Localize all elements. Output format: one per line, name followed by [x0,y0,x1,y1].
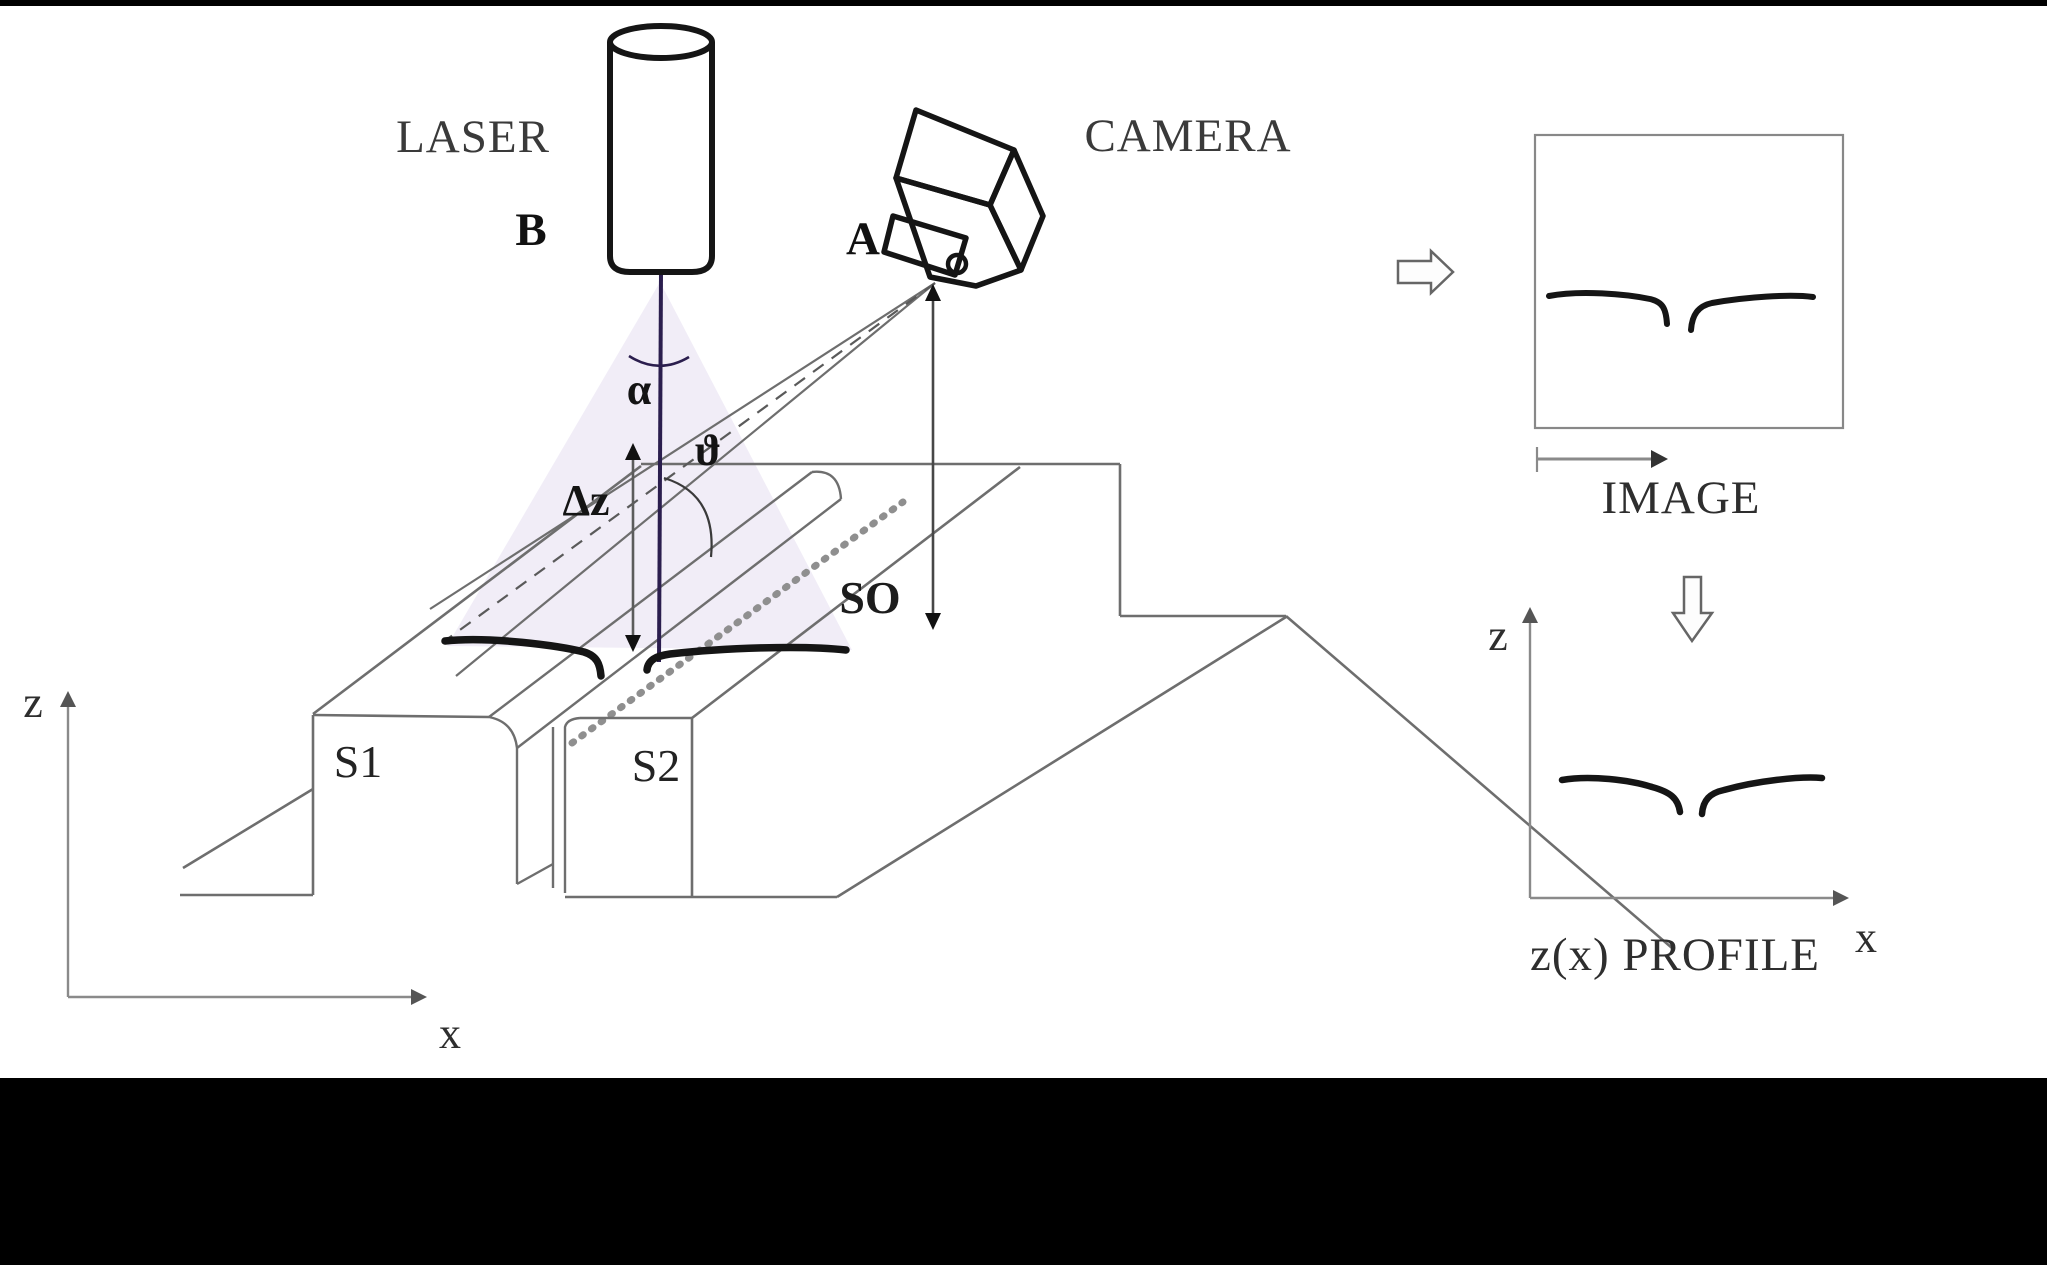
camera-height-arrow [925,284,941,630]
camera-device [881,107,1046,289]
stripe-so-label: SO [839,572,900,623]
delta-z-arrow [625,443,641,652]
scene-x-axis-label: x [439,1009,461,1058]
alpha-label: α [627,365,652,414]
profile-z-axis-label: z [1488,611,1508,660]
image-panel-caption: IMAGE [1601,472,1760,524]
image-panel-x-arrow [1535,447,1668,472]
letterbox-bottom [0,1078,2047,1265]
flow-arrow-down-icon [1670,575,1715,644]
flow-arrow-right-icon [1396,248,1455,296]
laser-stripe [441,635,850,680]
image-panel-stripe [1546,289,1816,333]
profile-panel-caption: z(x) PROFILE [1530,929,1820,981]
seam-groove [488,470,843,893]
laser-beam [657,271,663,663]
camera-lens [881,213,969,278]
camera-view-rays [429,282,936,677]
theta-angle-arc [663,476,713,558]
image-panel-frame [1533,133,1845,430]
camera-label: CAMERA [1084,110,1291,162]
letterbox-top [0,0,2047,6]
scene-axes [60,691,427,1005]
sheet-s2-outline [565,462,1673,949]
theta-label: ϑ [695,426,721,475]
profile-plot-axes [1522,607,1849,906]
laser-device [607,23,715,275]
sheet-s1-label: S1 [334,736,383,787]
profile-plot-curve [1558,774,1826,818]
delta-z-label: Δz [562,476,609,525]
profile-x-axis-label: x [1855,913,1877,962]
scene-z-axis-label: z [23,678,43,727]
groove-bottom-dotted-edge [568,498,907,747]
laser-label: LASER [396,111,550,163]
alpha-angle-arc [628,354,690,367]
camera-axis-dashed [441,282,936,644]
camera-point-label: A [846,213,880,265]
sheet-s2-label: S2 [632,740,681,791]
laser-point-label: B [515,204,546,256]
